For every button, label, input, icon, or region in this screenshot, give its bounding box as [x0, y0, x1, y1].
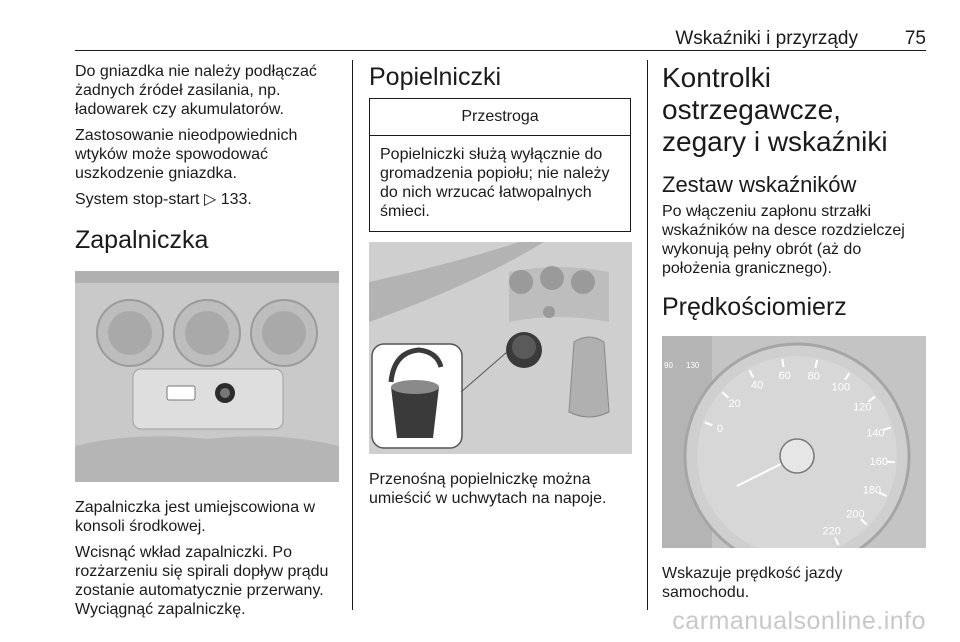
gauge-tick: [860, 518, 868, 526]
subsection-heading: Zestaw wskaźników: [662, 172, 857, 197]
paragraph: Wskazuje prędkość jazdy samochodu.: [662, 565, 843, 601]
gauge-tick: [878, 491, 887, 497]
gauge-tick: [721, 391, 730, 399]
column-1: Do gniazdka nie należy podłączać żadnych…: [75, 62, 340, 626]
gauge-label: 80: [808, 371, 820, 383]
gauge-tick: [886, 460, 895, 464]
gauge-label: 160: [870, 456, 888, 468]
caution-text: Popielniczki służą wyłącznie do gromadze…: [380, 146, 610, 220]
header-rule: [75, 50, 926, 51]
gauge-tick: [704, 421, 713, 427]
paragraph: System stop-start ▷ 133.: [75, 190, 340, 209]
paragraph-text: System stop-start: [75, 191, 200, 208]
gauge-top-label: 90: [664, 361, 673, 370]
gauge-tick: [882, 426, 892, 431]
gauge-tick: [814, 359, 819, 369]
gauge-tick: [834, 537, 840, 546]
paragraph: Po włączeniu zapłonu strzałki wskaźników…: [662, 203, 905, 277]
column-divider: [352, 60, 353, 610]
caution-title: Przestroga: [370, 99, 630, 136]
column-3: Kontrolki ostrzegawcze, zegary i wskaźni…: [662, 62, 926, 609]
header-title: Wskaźniki i przyrządy: [675, 28, 858, 49]
gauge-top-label: 130: [686, 361, 700, 370]
paragraph: Zastosowanie nieodpowiednich wtyków może…: [75, 127, 298, 182]
section-heading: Popielniczki: [369, 63, 502, 91]
gauge-label: 40: [751, 379, 763, 391]
paragraph: Do gniazdka nie należy podłączać żadnych…: [75, 63, 317, 118]
section-heading: Zapalniczka: [75, 226, 209, 254]
cigarette-lighter-illustration: [75, 271, 339, 482]
gauge-label: 100: [832, 382, 850, 394]
gauge-label: 220: [823, 525, 841, 537]
caution-box: Przestroga Popielniczki służą wyłącznie …: [369, 98, 631, 232]
section-heading: Prędkościomierz: [662, 293, 847, 321]
section-heading: Kontrolki ostrzegawcze, zegary i wskaźni…: [662, 62, 888, 157]
ashtray-illustration: [369, 242, 632, 454]
gauge-tick: [781, 358, 785, 368]
column-divider: [647, 60, 648, 610]
gauge-tick: [844, 372, 851, 381]
gauge-label: 200: [846, 509, 864, 521]
paragraph: Zapalniczka jest umiejscowiona w konsoli…: [75, 499, 316, 535]
reference-arrow-icon: ▷: [203, 191, 217, 208]
page-header: Wskaźniki i przyrządy 75: [75, 28, 926, 49]
paragraph: Wcisnąć wkład zapalniczki. Po rozżarzeni…: [75, 544, 329, 618]
page-reference-link[interactable]: 133.: [220, 191, 252, 208]
gauge-label: 120: [853, 401, 871, 413]
paragraph: Przenośną popielniczkę można umieścić w …: [369, 471, 607, 507]
gauge-label: 140: [866, 427, 884, 439]
column-2: Popielniczki Przestroga Popielniczki słu…: [369, 62, 632, 515]
watermark: carmanualsonline.info: [672, 607, 926, 635]
gauge-label: 20: [728, 398, 740, 410]
gauge-label: 60: [779, 370, 791, 382]
page-number: 75: [904, 28, 926, 49]
gauge-label: 0: [717, 423, 723, 435]
gauge-label: 180: [863, 485, 881, 497]
gauge-tick: [868, 395, 876, 403]
gauge-tick: [748, 369, 755, 378]
